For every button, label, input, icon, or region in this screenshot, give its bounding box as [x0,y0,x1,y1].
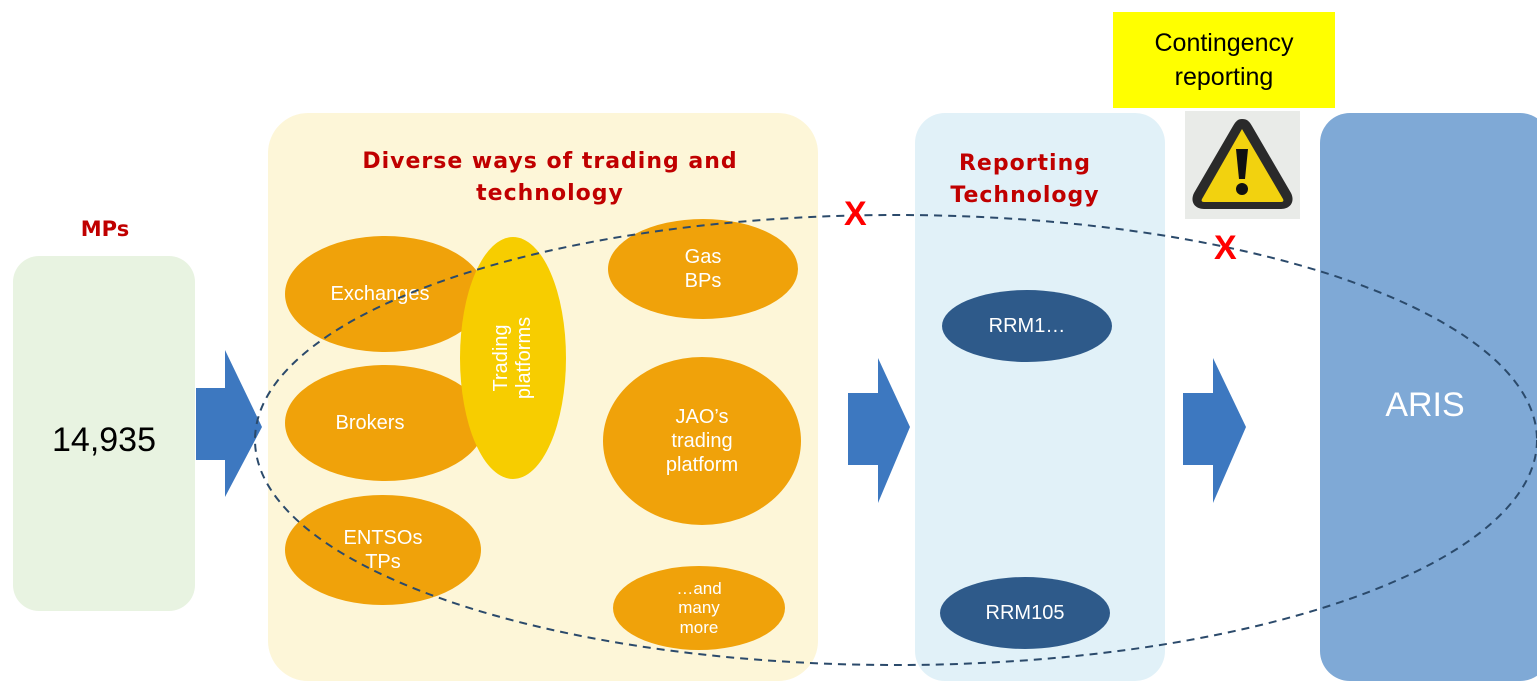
aris-panel [1320,113,1537,681]
rrm-first-oval: RRM1… [942,290,1112,362]
brokers-oval: Brokers [285,365,485,481]
arrow-mps-to-trading [196,350,262,497]
many-more-oval: …and many more [613,566,785,650]
many-more-label: …and many more [676,578,722,637]
warning-icon [1185,111,1300,219]
trading-platforms-oval: Trading platforms [460,237,566,479]
gas-bps-label: Gas BPs [684,246,722,292]
jao-oval: JAO’s trading platform [603,357,801,525]
brokers-label: Brokers [335,412,405,434]
rrm-first-label: RRM1… [988,315,1066,337]
aris-label: ARIS [1385,385,1465,424]
arrow-reporting-to-aris [1183,358,1246,503]
arrow-trading-to-reporting [848,358,910,503]
x-mark-left: X [844,195,867,233]
mps-panel [13,256,195,611]
entsos-oval: ENTSOs TPs [285,495,481,605]
rrm-last-oval: RRM105 [940,577,1110,649]
exchanges-oval: Exchanges [285,236,485,352]
trading-heading: Diverse ways of trading and technology [362,149,738,206]
entsos-label: ENTSOs TPs [343,527,423,573]
rrm-last-label: RRM105 [985,602,1065,624]
mps-heading: MPs [80,217,130,241]
jao-label: JAO’s trading platform [665,406,739,476]
mps-count: 14,935 [52,420,156,459]
contingency-box: Contingency reporting [1113,12,1335,108]
exchanges-label: Exchanges [330,283,430,305]
x-mark-right: X [1214,229,1237,267]
reporting-heading: Reporting Technology [950,151,1100,208]
gas-bps-oval: Gas BPs [608,219,798,319]
